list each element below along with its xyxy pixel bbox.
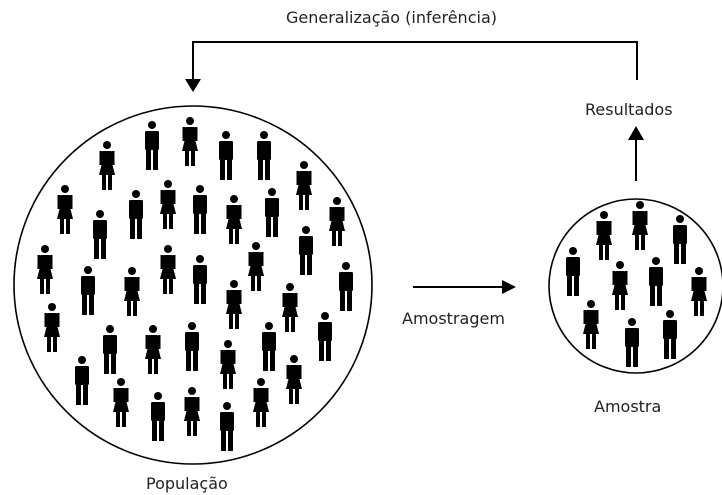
woman-icon <box>632 201 648 250</box>
woman-icon <box>691 267 707 316</box>
woman-icon <box>583 300 599 349</box>
woman-icon <box>113 378 129 427</box>
man-icon <box>566 247 580 296</box>
sample-label: Amostra <box>594 397 662 416</box>
sample-people-group <box>566 201 707 367</box>
woman-icon <box>329 197 345 246</box>
man-icon <box>185 322 199 371</box>
man-icon <box>299 226 313 275</box>
woman-icon <box>220 340 236 389</box>
woman-icon <box>296 161 312 210</box>
man-icon <box>129 190 143 239</box>
results-label: Resultados <box>585 100 673 119</box>
population-label: População <box>146 474 228 493</box>
woman-icon <box>612 261 628 310</box>
man-icon <box>93 210 107 259</box>
man-icon <box>220 402 234 451</box>
man-icon <box>75 356 89 405</box>
man-icon <box>219 131 233 180</box>
man-icon <box>625 318 639 367</box>
sampling-arrow <box>413 280 516 294</box>
man-icon <box>193 255 207 304</box>
sample-circle <box>548 198 722 374</box>
generalization-label: Generalização (inferência) <box>286 8 497 27</box>
man-icon <box>257 131 271 180</box>
man-icon <box>318 312 332 361</box>
woman-icon <box>282 283 298 332</box>
woman-icon <box>160 180 176 229</box>
woman-icon <box>226 280 242 329</box>
man-icon <box>262 322 276 371</box>
woman-icon <box>596 211 612 260</box>
population-circle <box>13 105 373 465</box>
man-icon <box>151 392 165 441</box>
population-people-group <box>37 117 353 451</box>
woman-icon <box>145 325 161 374</box>
woman-icon <box>286 355 302 404</box>
man-icon <box>663 310 677 359</box>
results-arrow <box>628 126 644 181</box>
woman-icon <box>124 267 140 316</box>
woman-icon <box>57 185 73 234</box>
woman-icon <box>253 378 269 427</box>
woman-icon <box>44 303 60 352</box>
man-icon <box>649 257 663 306</box>
woman-icon <box>248 242 264 291</box>
man-icon <box>81 266 95 315</box>
man-icon <box>103 325 117 374</box>
man-icon <box>193 185 207 234</box>
woman-icon <box>99 141 115 190</box>
woman-icon <box>160 245 176 294</box>
man-icon <box>145 121 159 170</box>
man-icon <box>673 215 687 264</box>
man-icon <box>265 188 279 237</box>
woman-icon <box>226 195 242 244</box>
woman-icon <box>37 245 53 294</box>
man-icon <box>339 262 353 311</box>
sampling-label: Amostragem <box>402 309 505 328</box>
woman-icon <box>182 117 198 166</box>
generalization-arrow <box>185 41 638 92</box>
woman-icon <box>184 387 200 436</box>
